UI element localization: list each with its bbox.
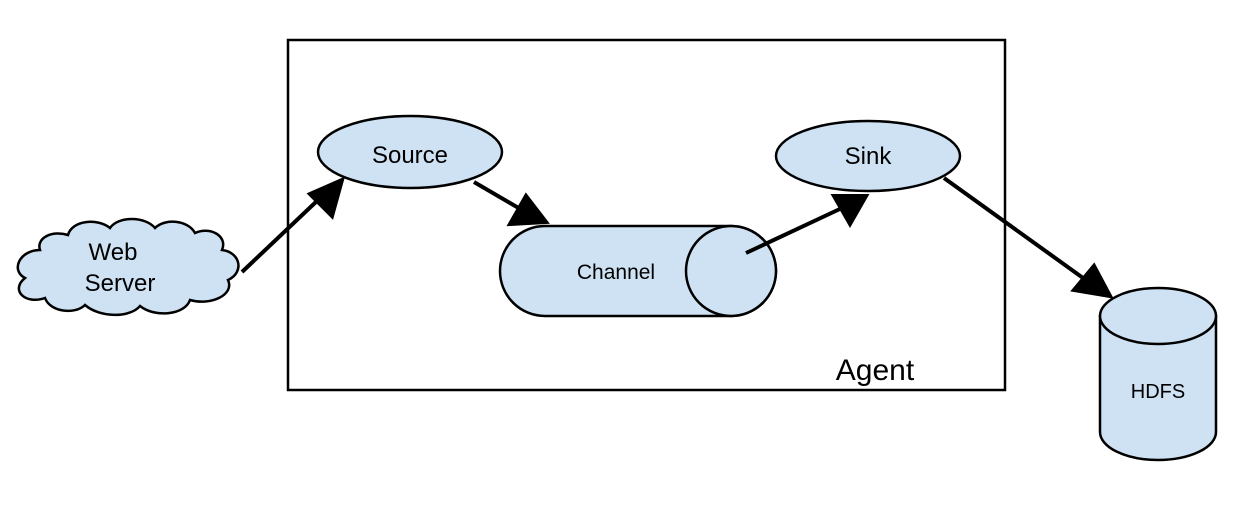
connector-arrows (240, 176, 1114, 299)
arrowhead-sink (830, 194, 870, 229)
sink-label: Sink (845, 143, 893, 170)
web-server-label-line2: Server (85, 270, 156, 297)
agent-box (286, 38, 1007, 392)
arrow-source-to-channel (472, 180, 524, 212)
channel-label: Channel (577, 261, 655, 284)
web-server-label-line1: Web (89, 239, 138, 266)
hdfs-label: HDFS (1131, 381, 1185, 403)
source-label: Source (372, 142, 448, 169)
arrow-channel-to-sink (745, 206, 843, 255)
sink-node: Sink (774, 119, 962, 193)
arrow-sink-to-hdfs (942, 176, 1092, 285)
agent-label: Agent (836, 354, 915, 387)
web-server-cloud: Web Server (16, 217, 240, 317)
source-node: Source (316, 114, 504, 190)
arrowhead-source (306, 176, 346, 220)
arrow-webserver-to-source (240, 198, 320, 274)
hdfs-node: HDFS (1098, 286, 1218, 462)
arrowhead-hdfs (1070, 262, 1114, 299)
channel-node: Channel (498, 224, 778, 318)
arrowhead-channel (506, 192, 550, 227)
